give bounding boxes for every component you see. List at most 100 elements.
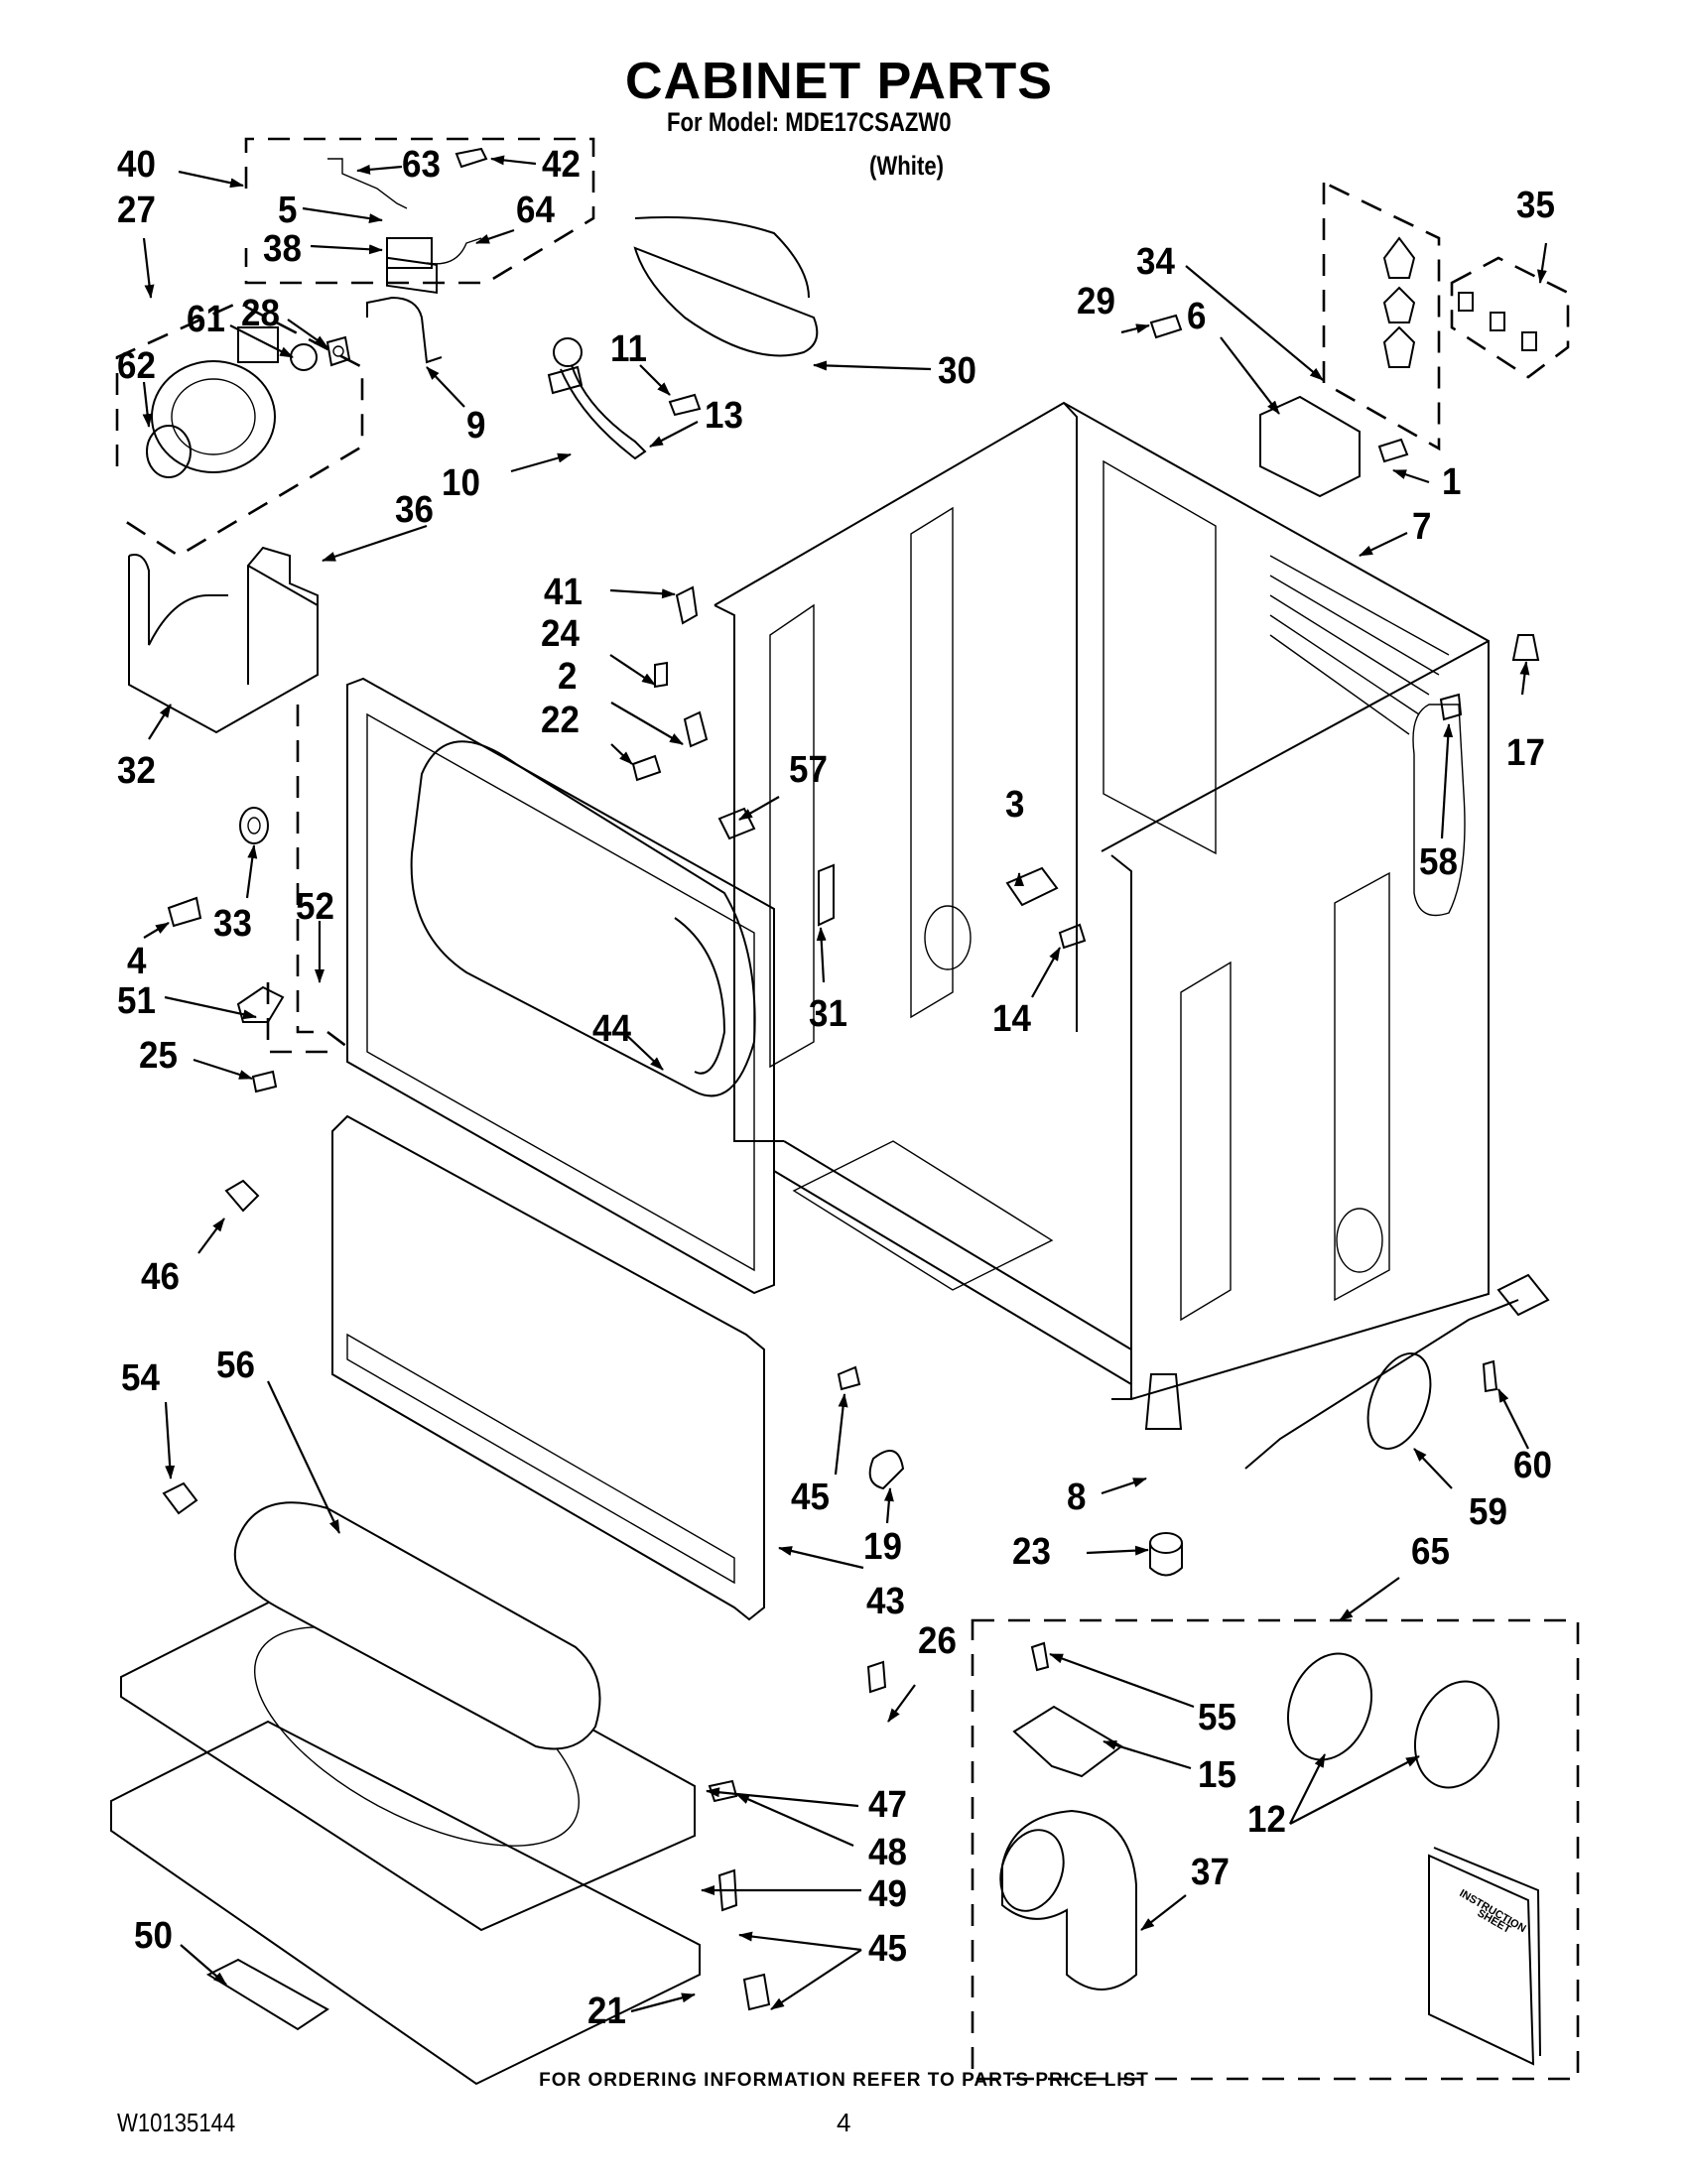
callout-63: 63	[402, 144, 441, 186]
clip-46	[224, 1179, 260, 1213]
cord-coil	[1366, 1352, 1432, 1450]
cabinet-access-hole	[924, 905, 972, 970]
callout-62: 62	[117, 345, 156, 387]
callout-5: 5	[278, 190, 298, 231]
switch-bracket-38	[386, 237, 433, 269]
callout-17: 17	[1506, 732, 1545, 774]
screw-45-upper	[837, 1365, 861, 1391]
callout-42: 42	[542, 144, 581, 186]
vent-cap-12a	[1286, 1652, 1373, 1761]
cabinet-base-pan	[792, 1140, 1054, 1291]
cabinet-cutout-58	[1412, 704, 1466, 917]
bracket-3	[1005, 866, 1059, 907]
callout-51: 51	[117, 980, 156, 1022]
callout-14: 14	[992, 998, 1031, 1040]
switch-harness-63	[327, 158, 408, 209]
page-number: 4	[837, 2108, 851, 2137]
callout-56: 56	[216, 1345, 255, 1386]
motor-switch	[237, 326, 279, 363]
clip-54	[162, 1481, 198, 1515]
callout-6: 6	[1187, 296, 1207, 337]
cord-clamp-60	[1482, 1359, 1498, 1393]
cabinet-panel-mid	[910, 506, 954, 1019]
callout-40: 40	[117, 144, 156, 186]
screw-45-lower	[717, 1868, 738, 1912]
screw-1	[1377, 438, 1409, 463]
washer-33	[239, 807, 269, 844]
callout-41: 41	[544, 572, 583, 613]
motor-mount-32	[128, 546, 319, 734]
callout-54: 54	[121, 1357, 160, 1399]
wire-nut	[1382, 325, 1416, 368]
idler-spring-10	[547, 365, 584, 395]
drive-belt-30	[633, 216, 819, 357]
cabinet-access-hole-2	[1336, 1208, 1383, 1273]
front-panel-frame	[346, 677, 775, 1295]
leader-lines	[142, 155, 1548, 2013]
foot-50	[205, 1958, 329, 2031]
callout-65: 65	[1411, 1531, 1450, 1573]
callout-60: 60	[1513, 1445, 1552, 1486]
cabinet-panel-left	[769, 603, 815, 1069]
callout-50: 50	[134, 1915, 173, 1957]
callout-30: 30	[938, 350, 976, 392]
wire-nut	[1382, 236, 1416, 279]
cabinet-panel-side-2	[1334, 871, 1390, 1302]
callout-12: 12	[1247, 1799, 1286, 1841]
front-panel	[296, 677, 775, 1295]
callout-47: 47	[868, 1784, 907, 1826]
ordering-note: FOR ORDERING INFORMATION REFER TO PARTS …	[539, 2070, 1149, 2091]
callout-45-upper: 45	[791, 1477, 830, 1518]
instruction-sheet	[1428, 1854, 1535, 2066]
vent-cap-12b	[1413, 1680, 1500, 1789]
callout-64: 64	[516, 190, 555, 231]
callout-59: 59	[1469, 1491, 1507, 1533]
document-number: W10135144	[117, 2108, 236, 2137]
callout-8: 8	[1067, 1477, 1087, 1518]
callout-25: 25	[139, 1035, 178, 1077]
motor-nut-28	[325, 335, 351, 367]
screw-22	[631, 754, 662, 782]
motor-pulley	[146, 425, 192, 478]
screw-24	[654, 661, 668, 689]
callout-1: 1	[1442, 461, 1462, 503]
switch-harness-64	[426, 237, 482, 265]
door-seal-44	[674, 917, 726, 1075]
clip-19	[868, 1450, 905, 1490]
title-text: CABINET PARTS	[625, 53, 1053, 110]
callout-15: 15	[1198, 1754, 1236, 1796]
callout-37: 37	[1191, 1852, 1230, 1893]
callout-2: 2	[558, 656, 578, 698]
door-switch-kit-group	[244, 137, 595, 294]
terminal-block-group	[1149, 181, 1570, 498]
base-frame-49	[110, 1720, 701, 2086]
callout-61: 61	[187, 299, 225, 340]
callout-3: 3	[1005, 784, 1025, 826]
cabinet-vents	[1269, 555, 1450, 735]
callout-32: 32	[117, 750, 156, 792]
callout-48: 48	[868, 1832, 907, 1873]
screw-25	[251, 1070, 278, 1093]
idler-assembly	[547, 337, 702, 460]
terminal-nut	[1521, 331, 1537, 351]
callout-22: 22	[541, 700, 580, 741]
cabinet-panel-back	[1103, 459, 1217, 855]
callout-43: 43	[866, 1581, 905, 1622]
terminal-nut	[1458, 292, 1474, 312]
power-cord-59	[1244, 1299, 1519, 1470]
callout-10: 10	[442, 462, 480, 504]
screw-42	[454, 147, 488, 169]
clip-26	[866, 1660, 887, 1694]
callout-57: 57	[789, 749, 828, 791]
kick-panel-43	[331, 1114, 765, 1621]
callout-35: 35	[1516, 185, 1555, 226]
screw-29	[1149, 314, 1183, 339]
callout-58: 58	[1419, 841, 1458, 883]
drive-motor-62	[151, 360, 276, 473]
callout-11: 11	[610, 328, 647, 370]
callout-46: 46	[141, 1256, 180, 1298]
callout-24: 24	[541, 613, 580, 655]
callout-7: 7	[1412, 506, 1432, 548]
cabinet-7	[714, 401, 1490, 1400]
